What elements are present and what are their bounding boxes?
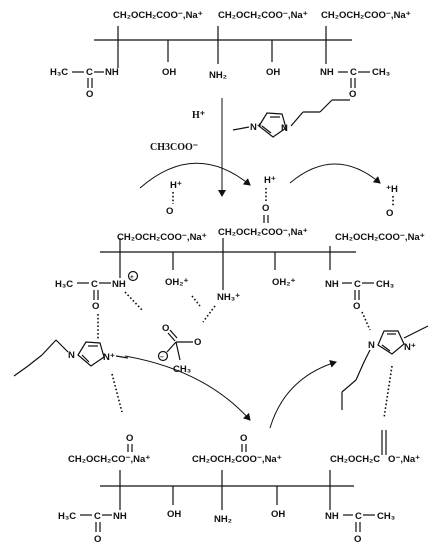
curved-arrow-3 — [124, 355, 251, 421]
right-imidazolium-cation: N N⁺ — [269, 325, 429, 429]
left-imidazolium-n-plus: N⁺ — [103, 352, 115, 363]
top-ch2-group-1: CH₂OCH₂COO⁻,Na⁺ — [113, 10, 203, 21]
mid-carbonyl-o-label-2: O — [353, 301, 360, 312]
mid-amide-nh-label-2: NH — [325, 279, 339, 290]
mid-oh2-plus-1: OH₂⁺ — [165, 277, 189, 288]
acetate-reagent-label: CH3COO⁻ — [150, 142, 198, 153]
positive-charge-circle — [127, 270, 139, 282]
left-imidazolium-n: N — [68, 350, 75, 361]
acetate-anion: O O − CH₃ — [157, 323, 201, 375]
bottom-chitosan-structure: O CH₂OCH₂CO⁻,Na⁺ O CH₂OCH₂COO⁻,Na⁺ CH₂OC… — [58, 430, 420, 545]
bot-ch2-group-1: CH₂OCH₂CO⁻,Na⁺ — [68, 454, 150, 465]
mid-h3c-label: H₃C — [55, 279, 73, 290]
mid-ch2-group-3: CH₂OCH₂COO⁻,Na⁺ — [335, 232, 425, 243]
mid-o-left: O — [166, 206, 173, 217]
acid-reagent-label: H⁺ — [192, 110, 205, 121]
mid-ch2-group-1: CH₂OCH₂COO⁻,Na⁺ — [117, 232, 207, 243]
top-oh-label-2: OH — [266, 67, 280, 78]
top-oh-label-1: OH — [162, 67, 176, 78]
top-carbonyl-o-label-2: O — [349, 89, 356, 100]
mid-plus-h-right: ⁺H — [386, 184, 398, 195]
mid-ch3-label: CH₃ — [376, 279, 394, 290]
bot-amide-nh-label-2: NH — [325, 511, 339, 522]
mid-acetyl-c-label-2: C — [354, 279, 361, 290]
bot-acetyl-c-label-2: C — [355, 511, 362, 522]
acetate-o-right: O — [194, 337, 201, 348]
mid-nh3-plus: NH₃⁺ — [217, 292, 240, 303]
mid-ch2-group-2: CH₂OCH₂COO⁻,Na⁺ — [218, 227, 308, 238]
top-imidazolium-n-plus: N⁺ — [250, 122, 262, 133]
mid-carbonyl-o-label: O — [92, 301, 99, 312]
curved-arrow-1 — [139, 162, 251, 189]
mid-acetyl-c-label: C — [91, 279, 98, 290]
left-imidazolium-cation: N N⁺ — [13, 339, 251, 421]
positive-charge-symbol: + — [130, 274, 134, 281]
curved-arrow-4 — [269, 359, 337, 429]
bot-ch2-carbonyl-ion: O⁻,Na⁺ — [388, 454, 420, 465]
mid-h-plus-center: H⁺ — [264, 175, 276, 186]
top-ch3-label: CH₃ — [372, 67, 390, 78]
bot-amide-nh-label: NH — [113, 511, 127, 522]
bot-o-left: O — [126, 433, 133, 444]
top-carbonyl-o-label: O — [86, 89, 93, 100]
bot-carbonyl-o-label-2: O — [354, 534, 361, 545]
mid-oh2-plus-2: OH₂⁺ — [272, 277, 296, 288]
top-amide-nh-label-2: NH — [320, 67, 334, 78]
mid-amide-nh-label: NH — [112, 279, 126, 290]
bot-ch2-group-2: CH₂OCH₂COO⁻,Na⁺ — [192, 454, 282, 465]
bot-ch2-carbonyl: CH₂OCH₂C — [330, 454, 380, 465]
mid-o-center: O — [262, 203, 269, 214]
top-acetyl-c-label-2: C — [350, 67, 357, 78]
bot-nh2-label: NH₂ — [214, 514, 232, 525]
mid-h-plus-left: H⁺ — [170, 180, 182, 191]
negative-charge-symbol: − — [160, 354, 164, 361]
right-imidazolium-n-plus: N⁺ — [404, 342, 416, 353]
reagents-group: H⁺ CH3COO⁻ — [150, 98, 226, 197]
curved-arrow-2 — [289, 163, 381, 184]
bot-o-center: O — [240, 433, 247, 444]
acetate-ch3-label: CH₃ — [173, 364, 191, 375]
bot-ch3-label: CH₃ — [377, 511, 395, 522]
top-imidazolium-cation: N⁺ N — [232, 99, 350, 138]
top-amide-nh-label: NH — [105, 67, 119, 78]
mid-o-right: O — [386, 208, 393, 219]
top-chitosan-structure: CH₂OCH₂COO⁻,Na⁺ CH₂OCH₂COO⁻,Na⁺ CH₂OCH₂C… — [50, 10, 411, 100]
negative-charge-circle — [157, 350, 169, 362]
top-acetyl-c-label: C — [86, 67, 93, 78]
bot-oh-label-1: OH — [167, 509, 181, 520]
top-nh2-label: NH₂ — [209, 70, 227, 81]
top-ch2-group-3: CH₂OCH₂COO⁻,Na⁺ — [321, 10, 411, 21]
bot-h3c-label: H₃C — [58, 511, 76, 522]
middle-chitosan-structure: H⁺ O CH₂OCH₂COO⁻,Na⁺ H⁺ O CH₂OCH₂COO⁻,Na… — [55, 162, 425, 340]
top-h3c-label: H₃C — [50, 67, 68, 78]
bot-carbonyl-o-label: O — [94, 534, 101, 545]
acetate-o-top: O — [162, 323, 169, 334]
top-ch2-group-2: CH₂OCH₂COO⁻,Na⁺ — [218, 10, 308, 21]
bot-oh-label-2: OH — [271, 509, 285, 520]
top-imidazolium-n: N — [281, 123, 288, 134]
bot-acetyl-c-label: C — [94, 511, 101, 522]
right-imidazolium-n: N — [368, 340, 375, 351]
